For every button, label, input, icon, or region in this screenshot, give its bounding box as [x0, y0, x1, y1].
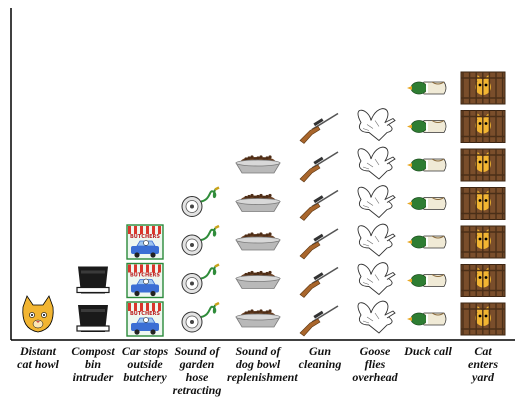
hose-reel-icon [181, 186, 220, 217]
goose-icon [357, 262, 396, 296]
category-label-line: intruder [72, 370, 114, 384]
butcher-car-icon: BUTCHERS [126, 224, 164, 260]
category-label-line: Compost [71, 344, 115, 358]
cat-face-icon [22, 295, 54, 333]
rifle-icon [299, 228, 339, 260]
category-label-line: enters [468, 357, 498, 371]
caged-cat-icon [460, 302, 506, 336]
category-label-line: bin [84, 357, 101, 371]
category-label-line: Sound of [235, 344, 281, 358]
goose-icon [357, 223, 396, 257]
category-label-line: overhead [352, 370, 398, 384]
svg-text:BUTCHERS: BUTCHERS [130, 311, 160, 317]
svg-text:BUTCHERS: BUTCHERS [130, 273, 160, 279]
duck-icon [407, 235, 447, 249]
butcher-car-icon: BUTCHERS [126, 262, 164, 299]
duck-icon [407, 158, 447, 172]
caged-cat-icon [460, 148, 506, 182]
rifle-icon [299, 151, 339, 183]
duck-icon [407, 197, 447, 210]
caged-cat-icon [460, 264, 506, 297]
caged-cat-icon [460, 71, 506, 105]
category-label-line: yard [472, 370, 494, 384]
dog-bowl-icon [235, 193, 281, 212]
category-label-line: cleaning [298, 357, 342, 371]
rifle-icon [299, 189, 339, 221]
category-label-line: Cat [474, 344, 492, 358]
svg-text:BUTCHERS: BUTCHERS [130, 234, 160, 240]
category-label-line: Sound of [174, 344, 220, 358]
category-label-line: retracting [172, 383, 222, 397]
hose-reel-icon [181, 263, 220, 294]
caged-cat-icon [460, 225, 506, 259]
butcher-car-icon: BUTCHERS [126, 301, 164, 337]
caged-cat-icon [460, 110, 506, 143]
hose-reel-icon [181, 224, 220, 256]
rifle-icon [299, 305, 339, 337]
duck-icon [407, 274, 447, 287]
category-label-line: dog bowl [235, 357, 281, 371]
category-label-line: Duck call [404, 344, 452, 358]
hose-reel-icon [181, 301, 220, 333]
category-label-line: Gun [308, 344, 331, 358]
category-label-line: hose [185, 370, 209, 384]
dog-bowl-icon [235, 232, 281, 251]
bin-icon [76, 266, 110, 294]
category-label-line: Goose [359, 344, 391, 358]
category-label-line: Distant [19, 344, 56, 358]
duck-icon [407, 312, 447, 326]
category-label-line: replenishment [227, 370, 298, 384]
goose-icon [357, 146, 396, 180]
rifle-icon [299, 112, 339, 144]
category-label-line: Car stops [121, 344, 169, 358]
category-label-line: garden [179, 357, 215, 371]
category-label: Duck call [397, 345, 459, 358]
dog-bowl-icon [235, 155, 281, 174]
category-label-line: butchery [123, 370, 167, 384]
category-label-line: outside [127, 357, 163, 371]
goose-icon [357, 300, 396, 334]
rifle-icon [299, 266, 339, 298]
dog-bowl-icon [235, 309, 281, 328]
duck-icon [407, 120, 447, 133]
dog-bowl-icon [235, 270, 281, 289]
category-label-line: cat howl [17, 357, 59, 371]
category-label-line: flies [364, 357, 386, 371]
duck-icon [407, 81, 447, 95]
goose-icon [357, 185, 396, 219]
goose-icon [357, 108, 396, 142]
caged-cat-icon [460, 187, 506, 220]
bin-icon [76, 305, 110, 332]
